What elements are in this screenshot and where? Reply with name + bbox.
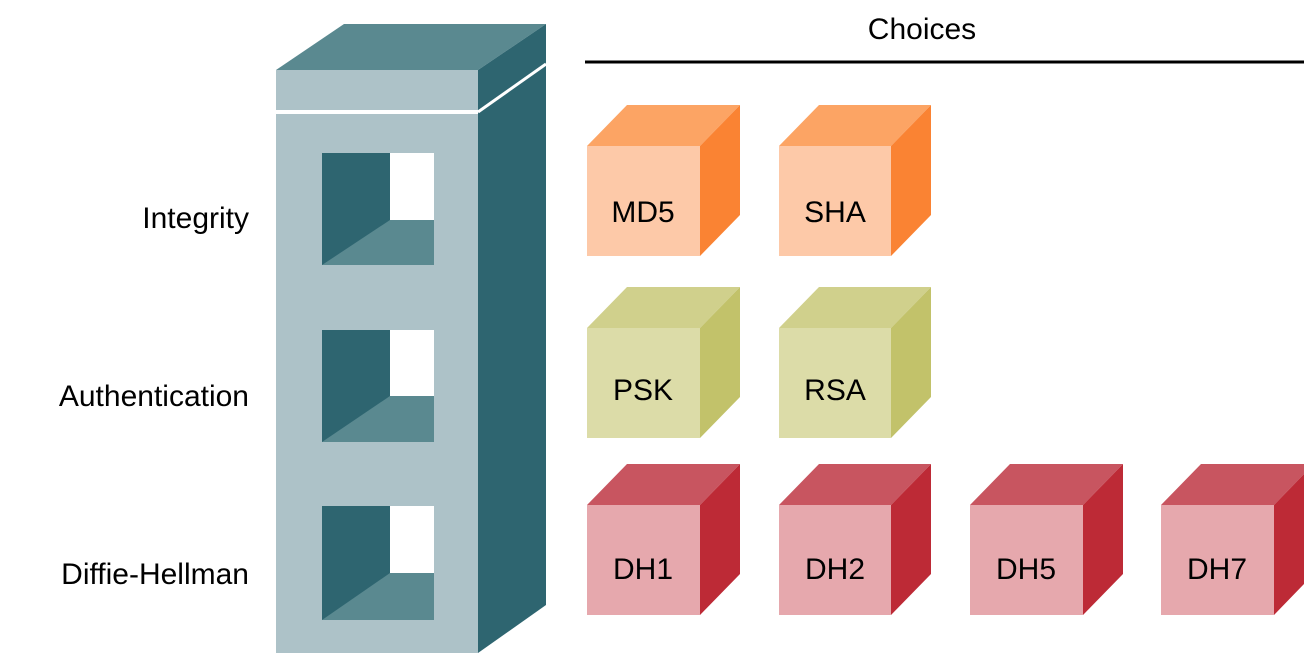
tower-slot-diffie-hellman [322,506,434,620]
cube-side [891,105,931,256]
cube-top [587,464,740,505]
cube-top [779,105,931,146]
cube-label: DH7 [1187,553,1247,586]
tower-cap-front [276,70,478,110]
cube-front [587,505,700,615]
row-label-diffie-hellman: Diffie-Hellman [61,558,249,591]
tower-slot-authentication [322,330,434,442]
cube-front [587,146,700,256]
cube-side [700,105,740,256]
cube-front [587,328,700,438]
cube-label: DH5 [996,553,1056,586]
cube-side [891,287,931,438]
row-label-authentication: Authentication [59,380,249,413]
slot-opening [390,153,434,220]
slot-floor [322,396,434,442]
choice-cube-dh2: DH2 [779,464,931,615]
cube-front [779,328,891,438]
cube-front [970,505,1083,615]
cube-side [891,464,931,615]
choice-cube-sha: SHA [779,105,931,256]
choice-cube-psk: PSK [587,287,740,438]
cube-top [779,287,931,328]
choice-cube-dh5: DH5 [970,464,1123,615]
tower-side-face [478,24,546,653]
choice-cube-md5: MD5 [587,105,740,256]
cube-side [1083,464,1123,615]
choice-cube-dh1: DH1 [587,464,740,615]
slot-opening [390,506,434,573]
row-label-integrity: Integrity [142,202,249,235]
cube-side [700,464,740,615]
cube-label: MD5 [611,196,674,229]
cube-top [587,105,740,146]
choices-title: Choices [868,13,976,46]
cube-front [779,505,891,615]
choice-cube-rsa: RSA [779,287,931,438]
tower-top-face [276,24,546,70]
choice-cube-dh7: DH7 [1161,464,1304,615]
cube-side [1274,474,1304,615]
cube-top [587,287,740,328]
slot-opening [390,330,434,396]
slot-floor [322,573,434,620]
cube-side [700,287,740,438]
cube-label: DH2 [805,553,865,586]
tower-cap-divider-side [477,62,547,114]
cube-label: PSK [613,374,673,407]
policy-tower [276,24,547,653]
cube-top [970,464,1123,505]
cube-top [779,464,931,505]
cube-label: SHA [804,196,866,229]
tower-slot-integrity [322,153,434,265]
slot-floor [322,220,434,265]
cube-front [1161,505,1274,615]
cube-label: RSA [804,374,866,407]
cube-top [1161,464,1304,505]
cube-front [779,146,891,256]
cube-label: DH1 [613,553,673,586]
